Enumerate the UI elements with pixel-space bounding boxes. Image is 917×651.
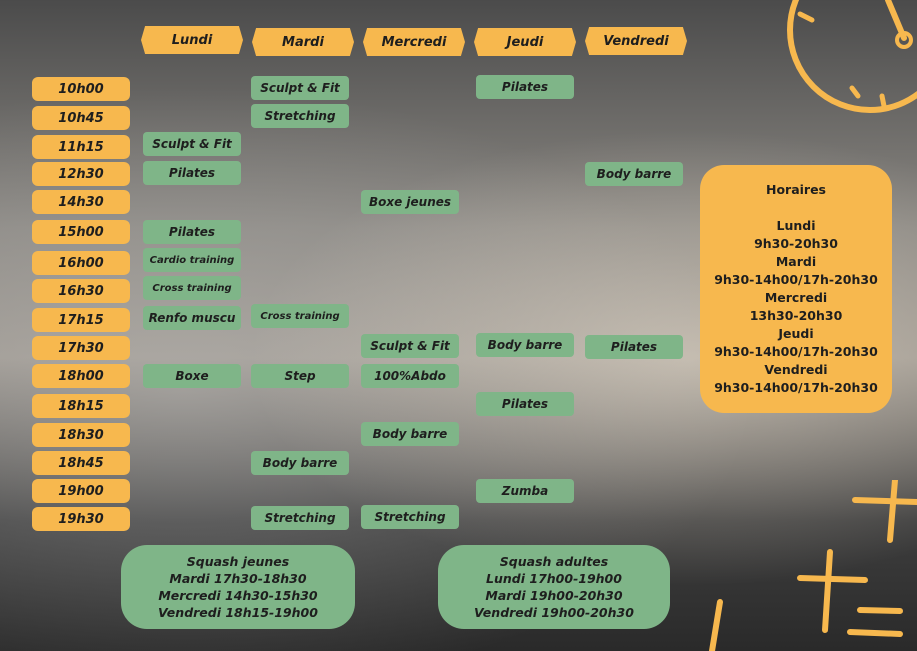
time-label: 18h00 [32, 364, 130, 388]
time-label: 16h30 [32, 279, 130, 303]
squash-adultes-panel: Squash adultes Lundi 17h00-19h00 Mardi 1… [438, 545, 670, 629]
class-cell: Pilates [585, 335, 683, 359]
horaires-title: Horaires [765, 182, 827, 197]
horaires-line: Vendredi [764, 362, 828, 377]
horaires-line: Lundi [776, 218, 816, 233]
time-label: 19h00 [32, 479, 130, 503]
time-label: 19h30 [32, 507, 130, 531]
class-cell: Sculpt & Fit [251, 76, 349, 100]
class-cell: Sculpt & Fit [361, 334, 459, 358]
day-header-jeudi: Jeudi [474, 28, 576, 56]
class-cell: Pilates [476, 392, 574, 416]
time-label: 17h30 [32, 336, 130, 360]
time-label: 11h15 [32, 135, 130, 159]
time-label: 15h00 [32, 220, 130, 244]
horaires-panel: Horaires Lundi 9h30-20h30 Mardi 9h30-14h… [700, 165, 892, 413]
squash-jeunes-line: Mercredi 14h30-15h30 [158, 588, 318, 603]
squash-adultes-title: Squash adultes [499, 554, 609, 569]
day-header-mercredi: Mercredi [363, 28, 465, 56]
squash-adultes-line: Mardi 19h00-20h30 [485, 588, 623, 603]
time-label: 18h45 [32, 451, 130, 475]
class-cell: Cross training [143, 276, 241, 300]
class-cell: 100%Abdo [361, 364, 459, 388]
class-cell: Body barre [585, 162, 683, 186]
class-cell: Pilates [476, 75, 574, 99]
day-header-mardi: Mardi [252, 28, 354, 56]
class-cell: Step [251, 364, 349, 388]
squash-jeunes-line: Mardi 17h30-18h30 [169, 571, 307, 586]
time-label: 18h15 [32, 394, 130, 418]
time-label: 10h45 [32, 106, 130, 130]
time-label: 14h30 [32, 190, 130, 214]
class-cell: Pilates [143, 161, 241, 185]
class-cell: Zumba [476, 479, 574, 503]
class-cell: Renfo muscu [143, 306, 241, 330]
plus-decoration-icon [709, 480, 917, 651]
class-cell: Boxe jeunes [361, 190, 459, 214]
horaires-line: 9h30-20h30 [754, 236, 838, 251]
class-cell: Cardio training [143, 248, 241, 272]
horaires-line: 13h30-20h30 [749, 308, 843, 323]
squash-adultes-line: Lundi 17h00-19h00 [486, 571, 622, 586]
class-cell: Cross training [251, 304, 349, 328]
horaires-line: 9h30-14h00/17h-20h30 [714, 380, 878, 395]
class-cell: Stretching [251, 104, 349, 128]
class-cell: Stretching [361, 505, 459, 529]
time-label: 17h15 [32, 308, 130, 332]
squash-jeunes-title: Squash jeunes [186, 554, 290, 569]
day-header-vendredi: Vendredi [585, 27, 687, 55]
squash-jeunes-panel: Squash jeunes Mardi 17h30-18h30 Mercredi… [121, 545, 355, 629]
class-cell: Boxe [143, 364, 241, 388]
class-cell: Body barre [476, 333, 574, 357]
class-cell: Sculpt & Fit [143, 132, 241, 156]
class-cell: Body barre [251, 451, 349, 475]
class-cell: Stretching [251, 506, 349, 530]
time-label: 18h30 [32, 423, 130, 447]
class-cell: Body barre [361, 422, 459, 446]
horaires-line: Mercredi [764, 290, 828, 305]
squash-jeunes-line: Vendredi 18h15-19h00 [158, 605, 318, 620]
horaires-line: 9h30-14h00/17h-20h30 [714, 344, 878, 359]
horaires-line: Jeudi [778, 326, 814, 341]
stopwatch-icon [787, 0, 917, 113]
horaires-line: 9h30-14h00/17h-20h30 [714, 272, 878, 287]
day-header-lundi: Lundi [141, 26, 243, 54]
time-label: 10h00 [32, 77, 130, 101]
time-label: 16h00 [32, 251, 130, 275]
horaires-line: Mardi [775, 254, 817, 269]
class-cell: Pilates [143, 220, 241, 244]
time-label: 12h30 [32, 162, 130, 186]
squash-adultes-line: Vendredi 19h00-20h30 [474, 605, 634, 620]
